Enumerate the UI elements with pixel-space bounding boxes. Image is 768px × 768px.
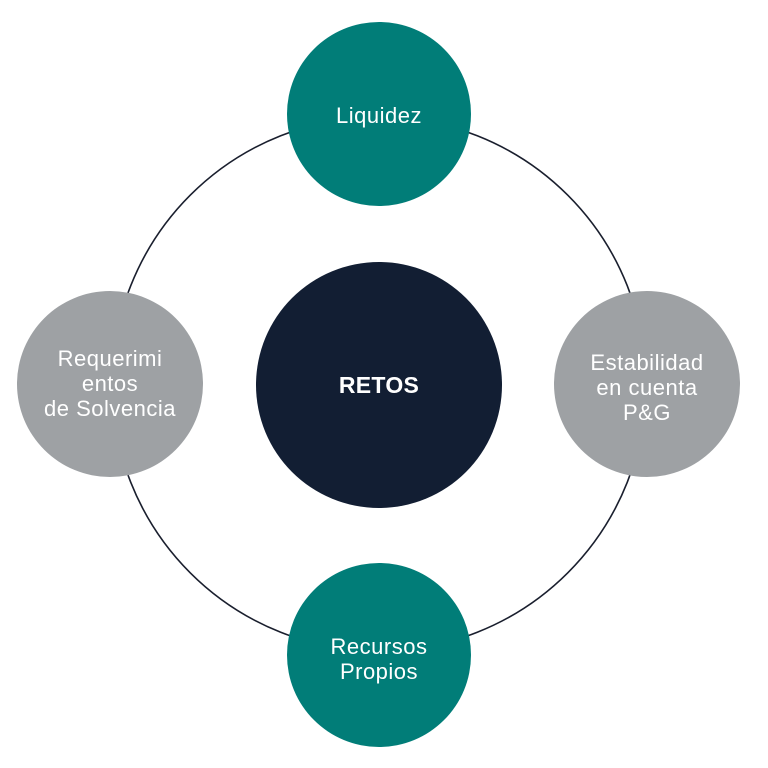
node-retos-label: RETOS (338, 371, 420, 398)
node-liquidez: Liquidez (287, 22, 471, 206)
node-estabilidad-en-cuenta-pg: Estabilidad en cuenta P&G (554, 291, 740, 477)
node-requerimientos-de-solvencia: Requerimi entos de Solvencia (17, 291, 203, 477)
node-requerimientos-label: Requerimi entos de Solvencia (44, 345, 176, 421)
node-recursos-propios: Recursos Propios (287, 563, 471, 747)
node-recursos-propios-label: Recursos Propios (330, 634, 428, 684)
node-liquidez-label: Liquidez (336, 102, 422, 128)
node-estabilidad-label: Estabilidad en cuenta P&G (590, 349, 704, 425)
node-retos: RETOS (256, 262, 502, 508)
